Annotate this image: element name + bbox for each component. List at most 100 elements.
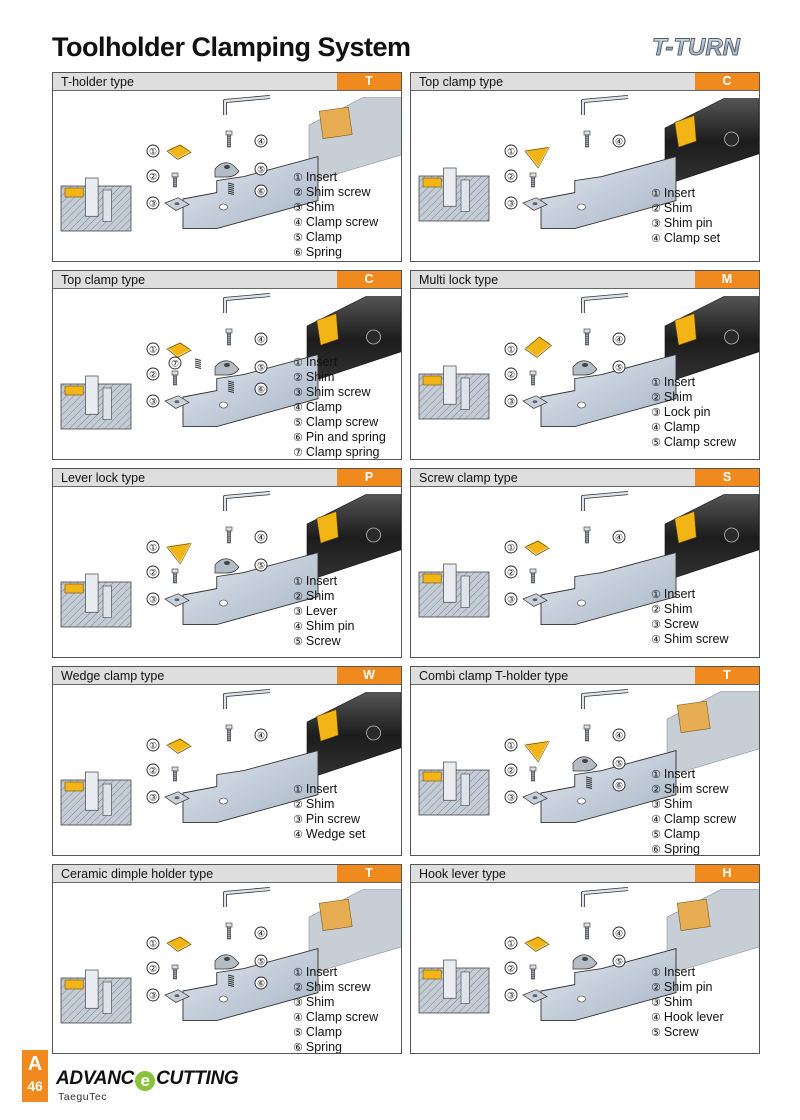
callout-number: ① [146, 540, 160, 554]
screw-shape [529, 568, 537, 574]
part-number: ⑦ [293, 446, 303, 459]
part-label: Insert [663, 375, 696, 389]
insert-shape [166, 342, 192, 358]
part-label: Clamp spring [305, 445, 380, 459]
callout-number: ④ [254, 926, 268, 940]
company-name: TaeguTec [58, 1091, 107, 1103]
screw-shape [583, 130, 591, 136]
panel-title: Top clamp type [61, 273, 146, 287]
panel-title: T-holder type [61, 75, 134, 89]
spring-shape [585, 776, 593, 779]
spring-shape [227, 976, 235, 979]
part-number: ② [293, 186, 303, 199]
toolholder-photo [303, 291, 401, 384]
screw-shape [529, 370, 537, 376]
insert-shape [166, 542, 192, 565]
part-number: ④ [293, 1011, 303, 1024]
screw-shape [171, 370, 179, 376]
svg-text:②: ② [507, 370, 515, 380]
panel-title: Hook lever type [419, 867, 506, 881]
part-number: ② [293, 798, 303, 811]
svg-text:④: ④ [615, 929, 623, 939]
svg-text:⑤: ⑤ [615, 957, 623, 967]
spring-shape [194, 364, 202, 367]
callout-number: ① [146, 144, 160, 158]
part-label: Shim [305, 797, 335, 811]
part-number: ① [651, 187, 661, 200]
callout-number: ④ [254, 728, 268, 742]
part-label: Clamp screw [305, 215, 379, 229]
svg-text:②: ② [149, 766, 157, 776]
section-tab: A 46 [22, 1050, 48, 1102]
panel-type-code-badge: T [337, 73, 401, 90]
svg-text:⑥: ⑥ [257, 979, 265, 989]
part-label: Shim [663, 201, 693, 215]
insert-shape [166, 144, 192, 160]
callout-number: ② [504, 961, 518, 975]
part-label: Shim pin [663, 216, 713, 230]
part-label: Spring [663, 842, 701, 856]
insert-shape [524, 146, 550, 169]
callout-number: ③ [146, 592, 160, 606]
part-label: Shim pin [663, 980, 713, 994]
spring-shape [585, 780, 593, 783]
svg-text:⑤: ⑤ [257, 363, 265, 373]
part-label: Shim [663, 602, 693, 616]
svg-text:②: ② [149, 964, 157, 974]
part-number: ④ [651, 813, 661, 826]
part-number: ⑤ [651, 1026, 661, 1039]
part-number: ② [293, 590, 303, 603]
part-number: ⑤ [293, 416, 303, 429]
screw-shape [583, 922, 591, 928]
callout-number: ④ [612, 134, 626, 148]
screw-shape [529, 172, 537, 178]
part-number: ② [651, 391, 661, 404]
callout-number: ④ [254, 134, 268, 148]
svg-text:③: ③ [149, 397, 157, 407]
svg-text:①: ① [149, 741, 157, 751]
part-label: Clamp [305, 230, 342, 244]
svg-text:④: ④ [257, 929, 265, 939]
spring-shape [227, 388, 235, 391]
part-number: ⑤ [293, 231, 303, 244]
screw-shape [171, 766, 179, 772]
toolholder-body-shape [182, 552, 319, 626]
callout-number: ① [146, 342, 160, 356]
svg-text:③: ③ [149, 595, 157, 605]
logo-text-left: ADVANC [56, 1068, 135, 1089]
spring-shape [227, 980, 235, 983]
callout-number: ④ [612, 926, 626, 940]
callout-number: ⑦ [168, 356, 182, 370]
svg-text:④: ④ [257, 533, 265, 543]
svg-text:④: ④ [615, 533, 623, 543]
callout-number: ⑤ [612, 360, 626, 374]
